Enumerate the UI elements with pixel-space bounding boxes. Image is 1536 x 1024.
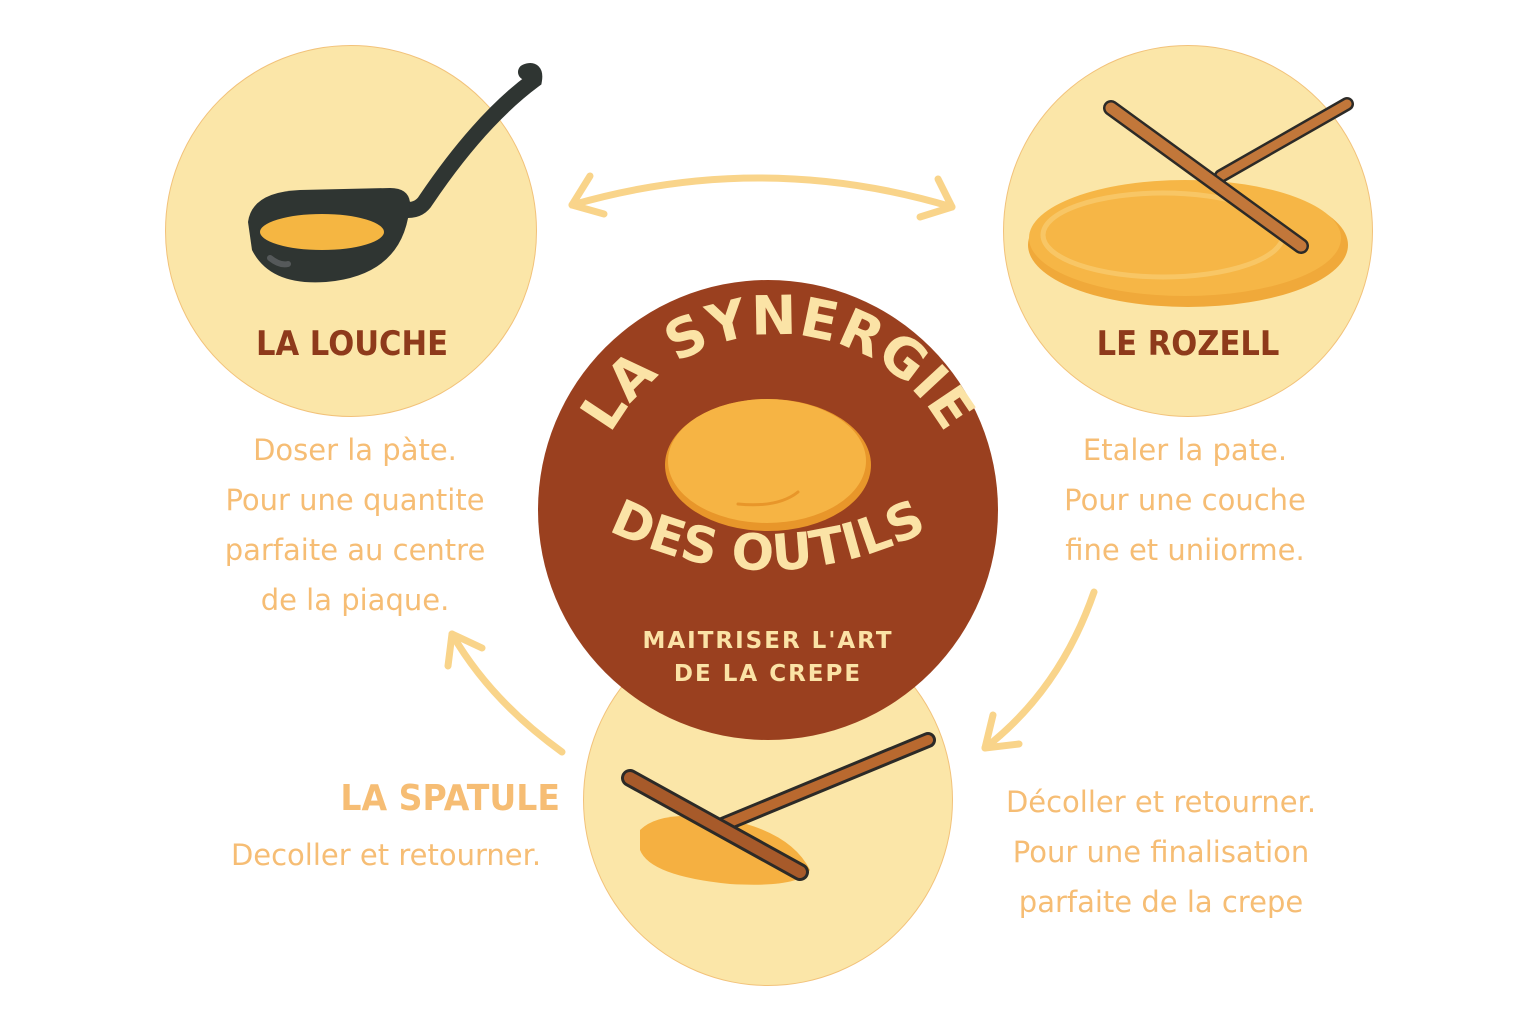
subtitle-line-2: DE LA CREPE [673,661,863,687]
description-line: Décoller et retourner. [1005,785,1317,819]
arrow-spatule-louche [448,630,566,756]
description-line: Etaler la pate. [1082,433,1288,467]
ladle-icon [248,63,543,283]
arrow-louche-rozell [568,174,956,211]
tool-name-spatule: LA SPATULE [340,778,560,819]
crepe-icon [665,399,871,531]
subtitle-line-1: MAITRISER L'ART [642,628,894,654]
description-line: fine et uniiorme. [1065,533,1305,567]
description-line: Pour une quantite [225,483,485,517]
description-line: Decoller et retourner. [230,838,542,872]
description-spatule-side: Décoller et retourner. Pour une finalisa… [975,777,1347,927]
arrow-rozell-spatule [981,588,1098,752]
arrowhead-down [981,711,1023,752]
arrowhead-left [568,172,608,218]
description-rozell: Etaler la pate. Pour une couche fine et … [1010,425,1360,575]
tool-name-louche: LA LOUCHE [255,324,449,364]
arrowhead-up [444,630,486,670]
tool-name-rozell: LE ROZELL [1096,324,1280,364]
description-line: parfaite de la crepe [1018,885,1304,919]
description-line: Doser la pàte. [253,433,457,467]
crepe-spreader-icon [1028,97,1354,307]
description-spatule: Decoller et retourner. [200,830,572,880]
spatula-icon [621,732,936,885]
description-line: de la piaque. [260,583,450,617]
description-line: Pour une couche [1064,483,1306,517]
title-arc-text: LA SYNERGIE DES OUTILS [568,284,986,583]
description-line: Pour une finalisation [1012,835,1310,869]
description-louche: Doser la pàte. Pour une quantite parfait… [170,425,540,625]
description-line: parfaite au centre [224,533,486,567]
subtitle: MAITRISER L'ART DE LA CREPE [598,625,938,691]
arrowhead-right [916,175,956,221]
